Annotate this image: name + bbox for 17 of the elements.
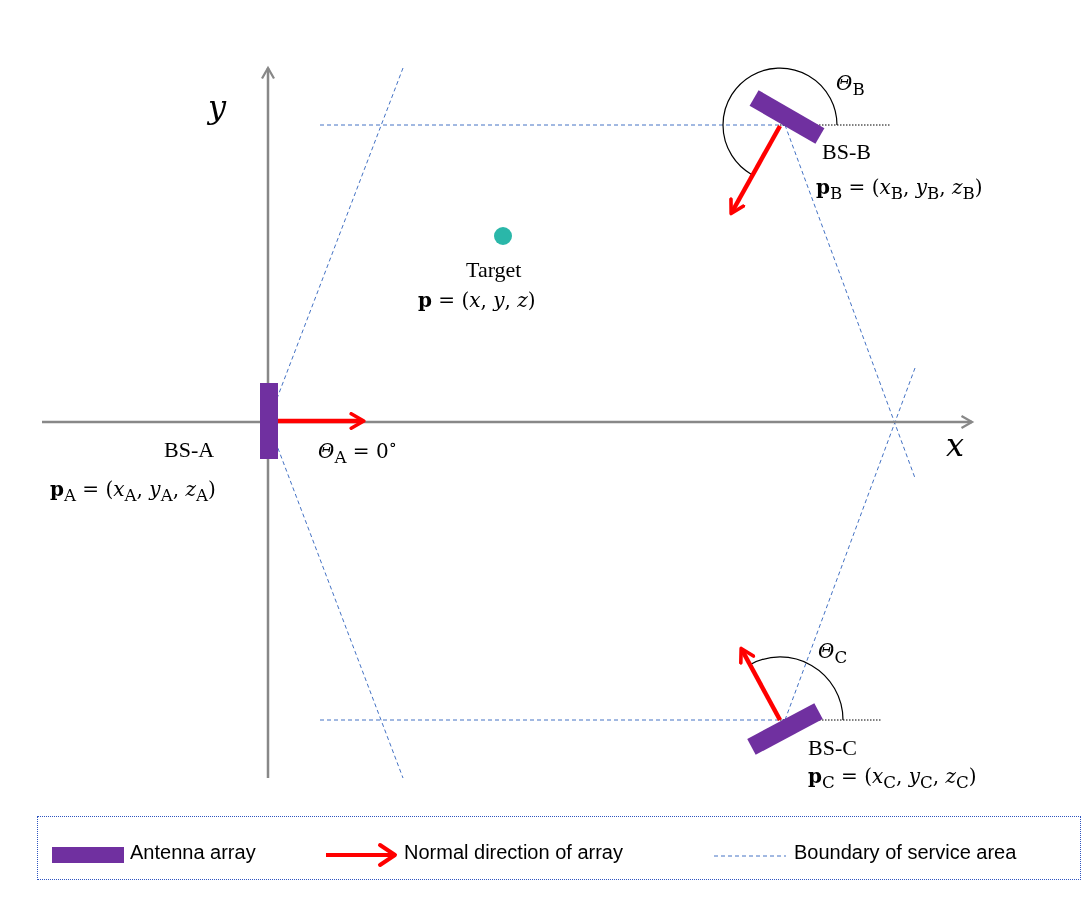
angle-label: Θ$_{C}$ [818, 640, 848, 668]
angle-label: Θ$_{A}$ = 0$^{∘}$ [318, 436, 397, 467]
axis-label: y [208, 90, 227, 126]
position-formula: p$_{B}$ = (x$_{B}$, y$_{B}$, z$_{B}$) [816, 176, 983, 204]
station-name: BS-A [164, 438, 215, 463]
legend-label: Normal direction of array [404, 841, 623, 864]
position-formula: p = (x, y, z) [418, 289, 536, 311]
angle-label: Θ$_{B}$ [836, 72, 865, 100]
axis-label: x [946, 428, 965, 464]
station-name: BS-C [808, 736, 857, 761]
position-formula: p$_{C}$ = (x$_{C}$, y$_{C}$, z$_{C}$) [808, 765, 977, 793]
legend-label: Boundary of service area [794, 841, 1017, 864]
legend-label: Antenna array [130, 841, 256, 864]
position-formula: p$_{A}$ = (x$_{A}$, y$_{A}$, z$_{A}$) [50, 478, 216, 506]
antenna-array [260, 383, 278, 459]
station-name: BS-B [822, 140, 871, 165]
target-label: Target [466, 258, 522, 283]
